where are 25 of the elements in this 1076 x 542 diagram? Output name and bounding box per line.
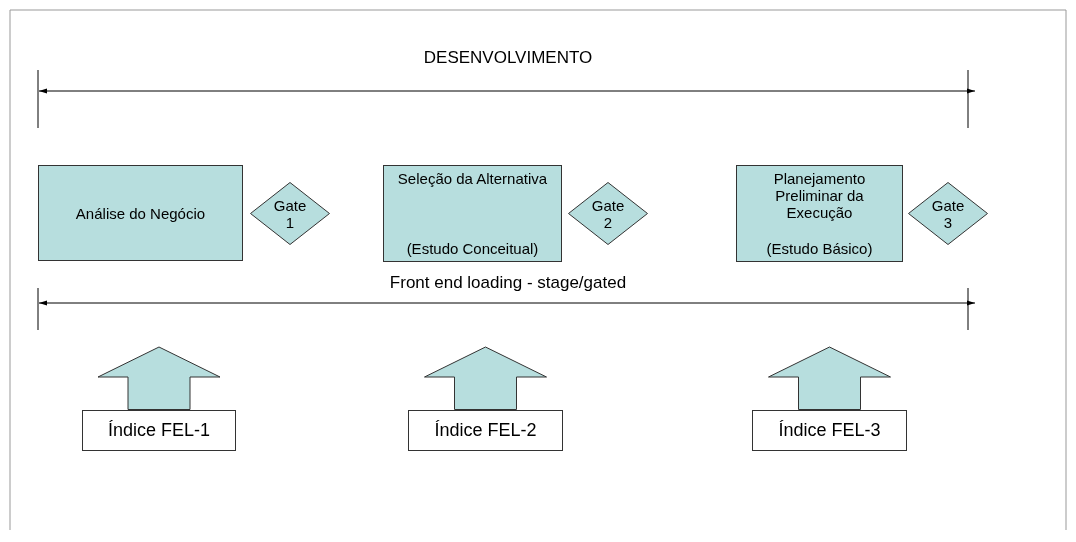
- index-box: [752, 410, 907, 451]
- index-label: Índice FEL-3: [778, 420, 881, 441]
- index-box: [82, 410, 236, 451]
- gate-diamond: [908, 182, 988, 245]
- gate-label: Gate 1: [272, 196, 308, 231]
- block-arrow: [97, 346, 221, 410]
- gate-label: Gate 3: [930, 196, 966, 231]
- block-arrow: [768, 346, 891, 410]
- stage-label: Seleção da Alternativa: [397, 170, 548, 187]
- gate-diamond: [568, 182, 648, 245]
- stage-box: [383, 165, 562, 262]
- stage-label: Análise do Negócio: [75, 204, 206, 222]
- stage-label: Planejamento Preliminar da Execução: [772, 170, 867, 221]
- span-label: DESENVOLVIMENTO: [423, 48, 593, 68]
- stage-box: [736, 165, 903, 262]
- index-label: Índice FEL-1: [107, 420, 211, 441]
- index-label: Índice FEL-2: [434, 420, 537, 441]
- stage-label: (Estudo Conceitual): [406, 240, 539, 257]
- block-arrow: [424, 346, 547, 410]
- index-box: [408, 410, 563, 451]
- stage-label: (Estudo Básico): [766, 240, 873, 257]
- gate-label: Gate 2: [590, 196, 626, 231]
- span-label: Front end loading - stage/gated: [389, 273, 627, 293]
- stage-box: [38, 165, 243, 261]
- gate-diamond: [250, 182, 330, 245]
